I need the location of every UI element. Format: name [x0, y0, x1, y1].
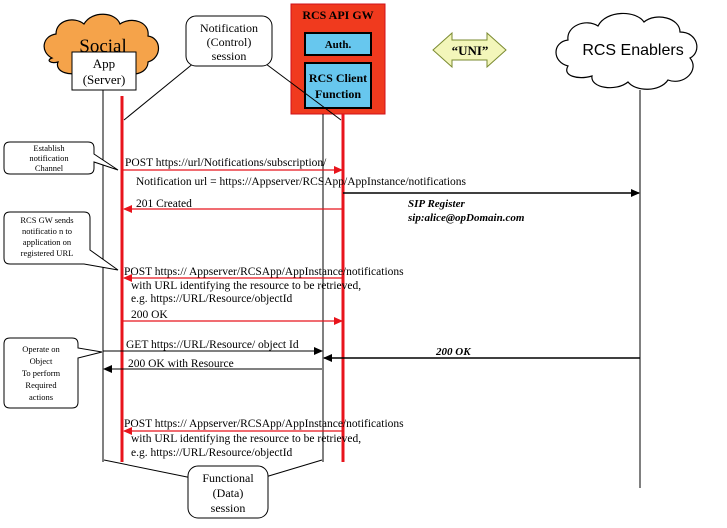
operate-line2: Object: [30, 356, 53, 366]
operate-line1: Operate on: [22, 344, 60, 354]
sip-register-label: SIP Register: [408, 198, 465, 210]
eg-1-label: e.g. https://URL/Resource/objectId: [131, 293, 293, 305]
ok-resource-label: 200 OK with Resource: [128, 358, 234, 370]
auth-label: Auth.: [325, 39, 352, 51]
client-function-box: [304, 62, 372, 109]
client-label-line2: Function: [315, 87, 361, 101]
uni-arrow: “UNI”: [432, 31, 507, 69]
post-notify-2-label: POST https:// Appserver/RCSApp/AppInstan…: [124, 418, 404, 430]
get-object-label: GET https://URL/Resource/ object Id: [126, 339, 299, 351]
app-label-line1: App: [93, 56, 115, 71]
operate-line5: actions: [29, 392, 53, 402]
rcs-gw-sends-callout: RCS GW sends notificatio n to applicatio…: [3, 211, 119, 271]
gw-sends-line4: registered URL: [21, 248, 74, 258]
functional-line3: session: [211, 501, 246, 515]
uni-label: “UNI”: [452, 43, 489, 58]
enablers-label: RCS Enablers: [582, 42, 683, 59]
post-notify-1-label: POST https:// Appserver/RCSApp/AppInstan…: [124, 266, 404, 278]
establish-line3: Channel: [35, 163, 64, 173]
sip-uri-label: sip:alice@opDomain.com: [407, 212, 525, 224]
notification-url-label: Notification url = https://Appserver/RCS…: [136, 176, 467, 188]
gw-title: RCS API GW: [302, 8, 373, 22]
notification-session-line1: Notification: [200, 21, 258, 35]
gw-sends-line2: notificatio n to: [22, 226, 72, 236]
auth-box: [304, 32, 372, 56]
operate-callout: Operate on Object To perform Required ac…: [3, 337, 103, 409]
client-label-line1: RCS Client: [309, 71, 367, 85]
gw-sends-line1: RCS GW sends: [20, 215, 73, 225]
created-label: 201 Created: [136, 198, 192, 210]
notification-session-callout: Notification (Control) session: [123, 15, 342, 121]
functional-line1: Functional: [202, 471, 254, 485]
with-url-1-label: with URL identifying the resource to be …: [131, 280, 361, 292]
app-label-line2: (Server): [83, 72, 126, 87]
app-server-box: App (Server): [71, 51, 137, 91]
functional-session-callout: Functional (Data) session: [103, 459, 323, 519]
establish-callout: Establish notification Channel: [3, 141, 119, 175]
establish-line2: notification: [29, 153, 69, 163]
notification-session-line3: session: [212, 49, 247, 63]
gw-sends-line3: application on: [23, 237, 72, 247]
eg-2-label: e.g. https://URL/Resource/objectId: [131, 447, 293, 459]
functional-line2: (Data): [213, 486, 244, 500]
establish-line1: Establish: [33, 143, 65, 153]
notification-session-line2: (Control): [207, 35, 252, 49]
with-url-2-label: with URL identifying the resource to be …: [131, 433, 361, 445]
operate-line4: Required: [25, 380, 57, 390]
operate-line3: To perform: [22, 368, 61, 378]
post-subscription-label: POST https://url/Notifications/subscript…: [125, 157, 327, 169]
rcs-enablers-cloud: RCS Enablers: [555, 12, 698, 90]
rcs-api-gw: RCS API GW Auth. RCS Client Function: [290, 3, 386, 115]
ok-1-label: 200 OK: [131, 309, 168, 321]
ok-bold-label: 200 OK: [435, 346, 471, 358]
